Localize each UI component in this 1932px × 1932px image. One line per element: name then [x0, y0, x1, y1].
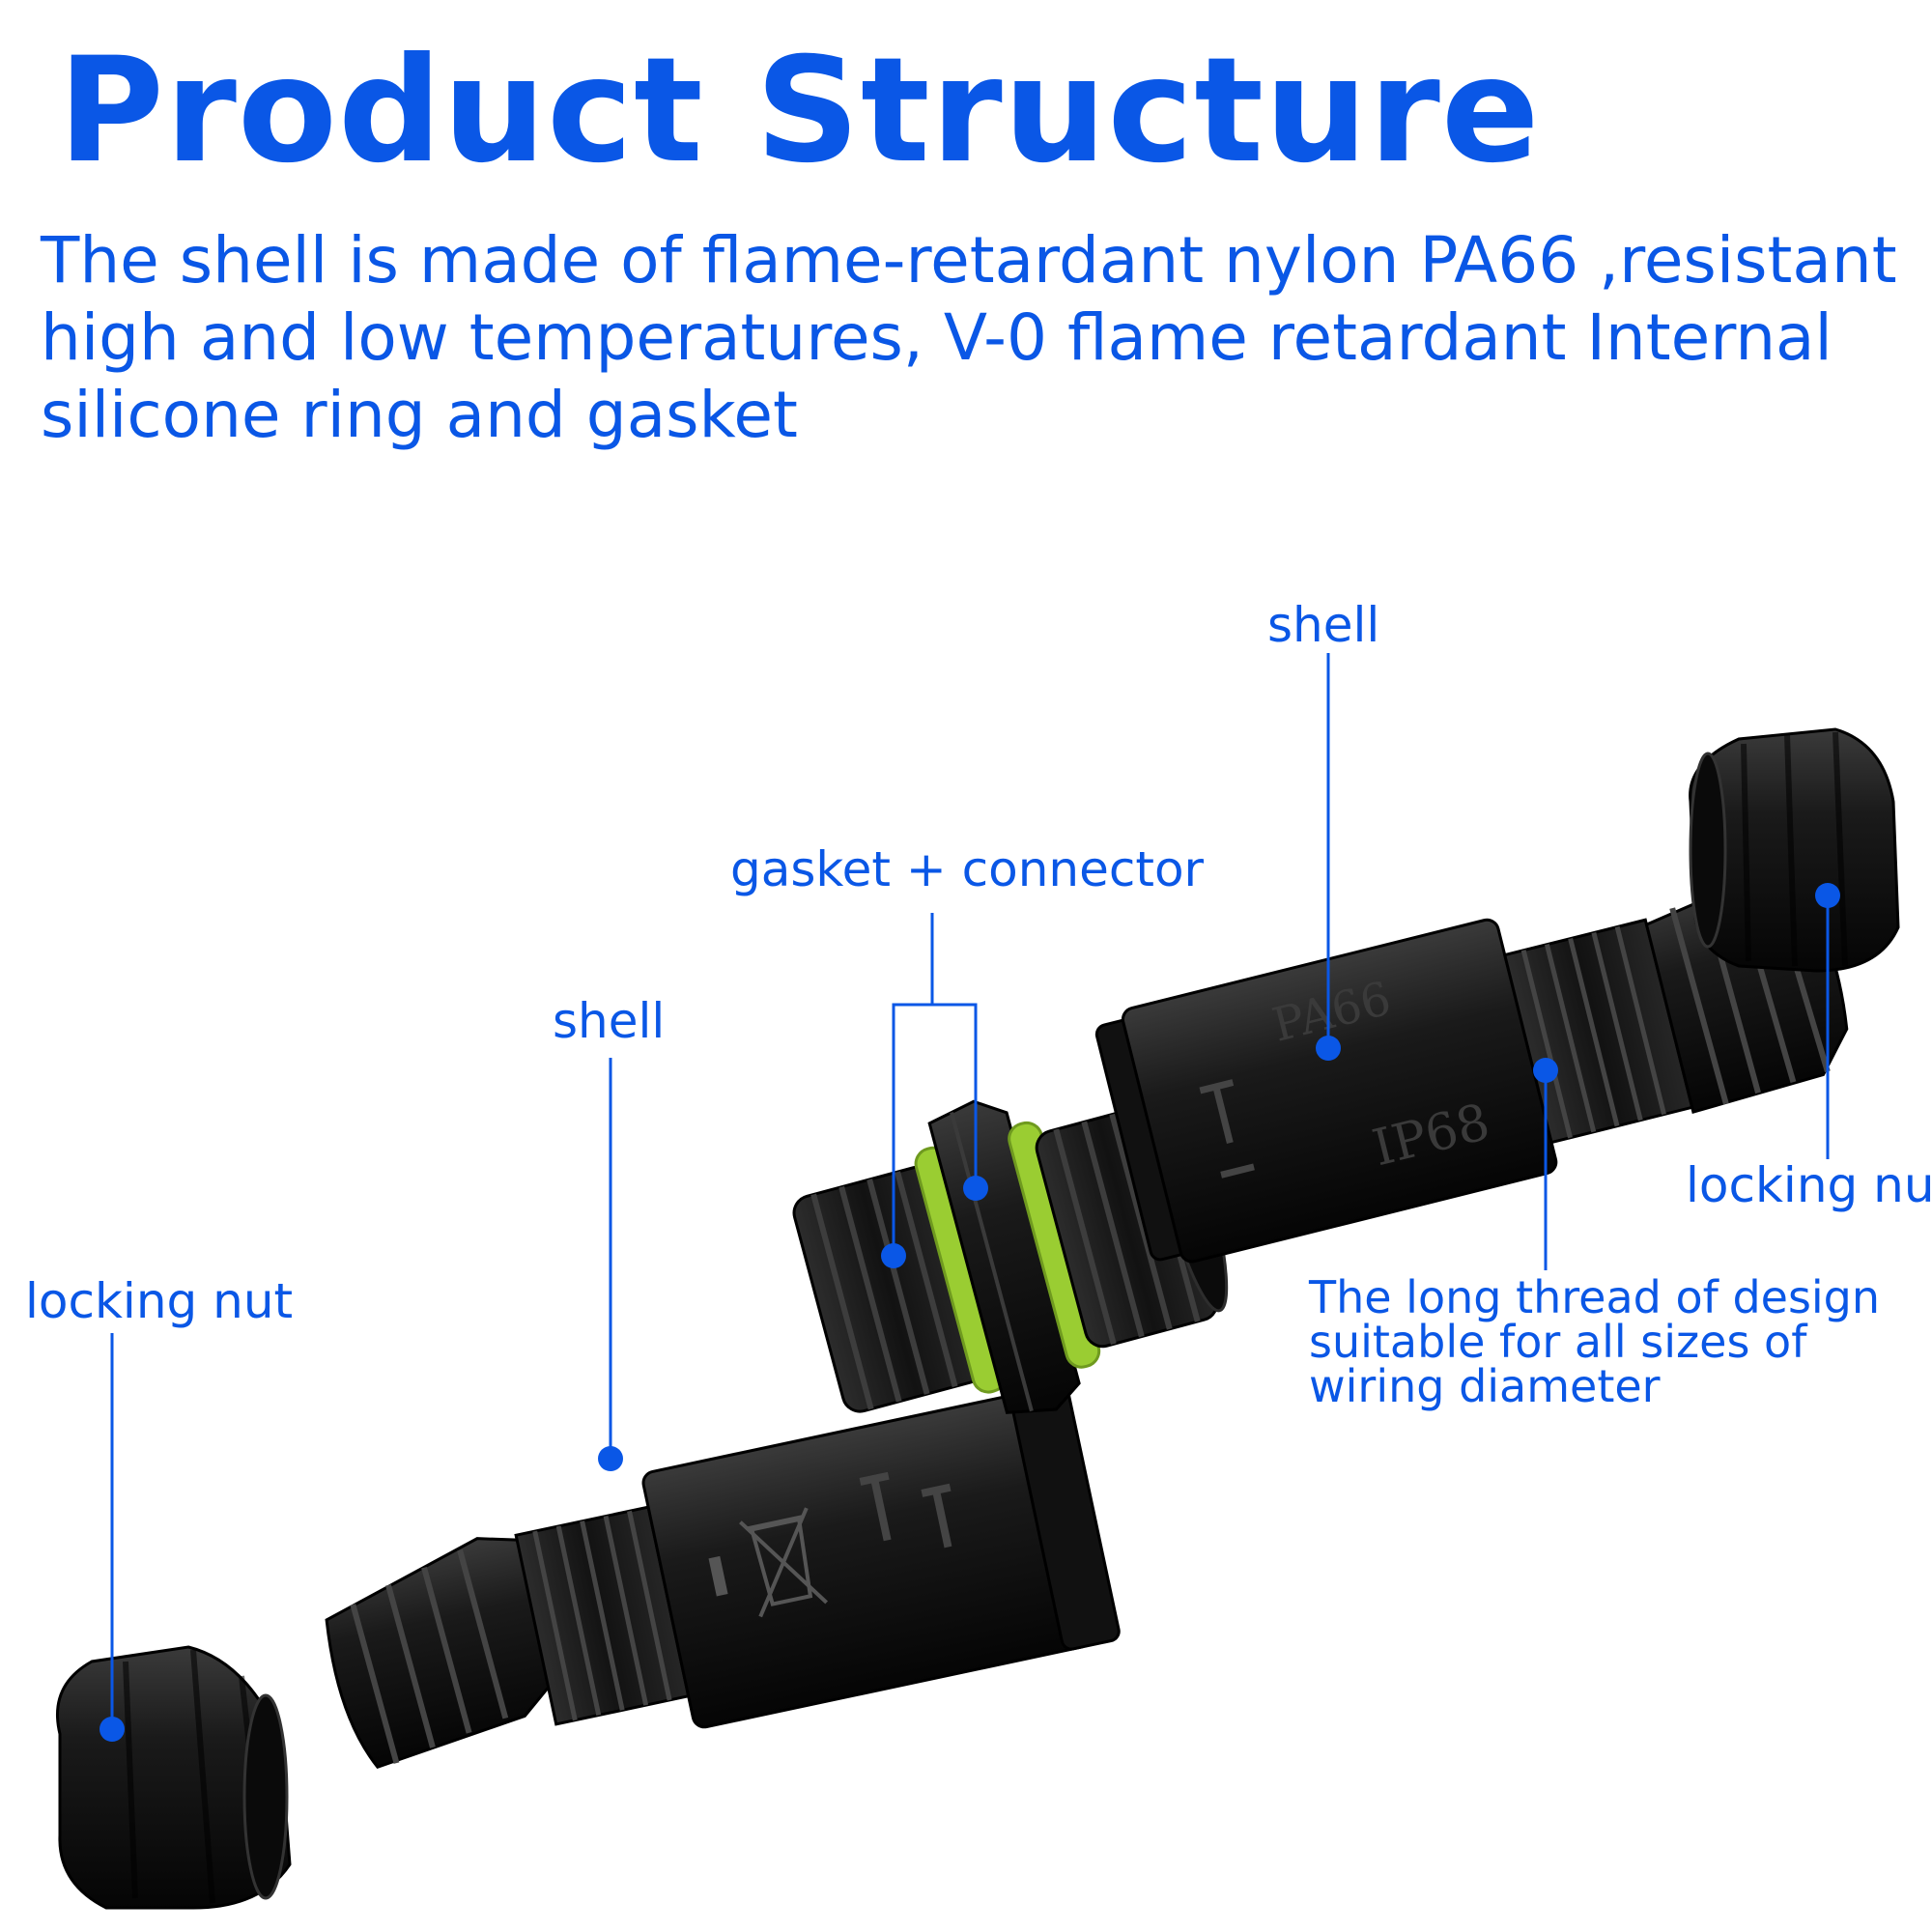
- left-locking-nut: [55, 1645, 292, 1910]
- right-locking-nut: [1689, 727, 1900, 973]
- product-description: The shell is made of flame-retardant nyl…: [41, 223, 1897, 452]
- label-long-thread: The long thread of design suitable for a…: [1309, 1271, 1881, 1412]
- label-shell-left: shell: [553, 993, 666, 1049]
- callout-lines: [110, 653, 1830, 1729]
- callout-dots: [99, 883, 1840, 1742]
- label-locking-nut-right: locking nut: [1686, 1157, 1932, 1213]
- label-locking-nut-left: locking nut: [25, 1273, 294, 1329]
- left-shell: [325, 1383, 1121, 1770]
- label-shell-right: shell: [1267, 597, 1380, 653]
- label-gasket-connector: gasket + connector: [730, 841, 1205, 897]
- page-title: Product Structure: [58, 27, 1541, 195]
